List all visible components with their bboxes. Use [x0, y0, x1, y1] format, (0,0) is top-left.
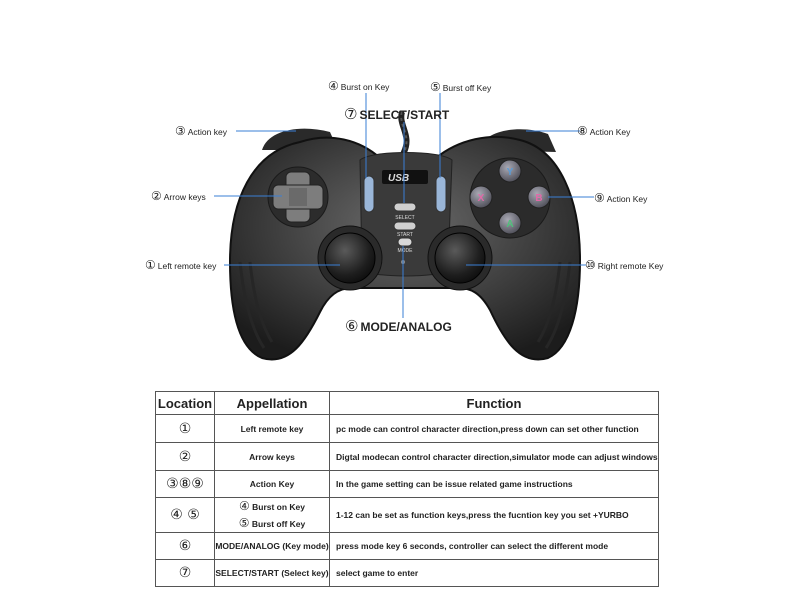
mode-button[interactable]	[397, 237, 413, 247]
button-a-label: A	[506, 219, 513, 230]
mode-label: MODE	[398, 248, 414, 254]
controller-diagram: USB SELECT START MODE Y X B A	[145, 79, 664, 361]
row-location: ④ ⑤	[155, 497, 215, 533]
row-location: ⑥	[155, 532, 215, 560]
header-appellation: Appellation	[214, 391, 330, 415]
table-row: ② Arrow keys Digtal modecan control char…	[155, 442, 659, 471]
button-y[interactable]	[498, 159, 522, 183]
face-buttons: Y X B A	[469, 157, 551, 239]
start-button[interactable]	[393, 221, 417, 231]
row-appellation: Arrow keys	[214, 442, 330, 471]
table-row: ③⑧⑨ Action Key In the game setting can b…	[155, 470, 659, 498]
table-row: ① Left remote key pc mode can control ch…	[155, 414, 659, 443]
row-function: press mode key 6 seconds, controller can…	[329, 532, 659, 560]
header-location: Location	[155, 391, 215, 415]
table-header-row: Location Appellation Function	[155, 391, 659, 415]
row-function: pc mode can control character direction,…	[329, 414, 659, 443]
usb-logo-badge	[382, 170, 428, 184]
row-appellation: Left remote key	[214, 414, 330, 443]
button-a[interactable]	[498, 211, 522, 235]
row-location: ②	[155, 442, 215, 471]
usb-logo-text: USB	[388, 173, 409, 184]
start-label: START	[397, 232, 413, 238]
row-appellation: ④ Burst on Key ⑤ Burst off Key	[214, 497, 330, 533]
row-function: select game to enter	[329, 559, 659, 587]
row-appellation: Action Key	[214, 470, 330, 498]
header-function: Function	[329, 391, 659, 415]
row-appellation: SELECT/START (Select key)	[214, 559, 330, 587]
row-location: ③⑧⑨	[155, 470, 215, 498]
row-function: In the game setting can be issue related…	[329, 470, 659, 498]
row-function: 1-12 can be set as function keys,press t…	[329, 497, 659, 533]
button-b-label: B	[535, 193, 542, 204]
table-row: ⑥ MODE/ANALOG (Key mode) press mode key …	[155, 532, 659, 560]
row-location: ①	[155, 414, 215, 443]
row-function: Digtal modecan control character directi…	[329, 442, 659, 471]
row-location: ⑦	[155, 559, 215, 587]
button-x-label: X	[478, 193, 485, 204]
burst-on-button[interactable]	[363, 175, 375, 213]
left-analog-stick[interactable]	[317, 225, 383, 291]
button-y-label: Y	[507, 167, 514, 178]
right-analog-stick[interactable]	[427, 225, 493, 291]
dpad[interactable]	[267, 166, 329, 228]
leader-lines	[214, 93, 594, 318]
select-label: SELECT	[395, 215, 414, 221]
table-row: ④ ⑤ ④ Burst on Key ⑤ Burst off Key 1-12 …	[155, 497, 659, 533]
button-x[interactable]	[469, 185, 493, 209]
burst-off-button[interactable]	[435, 175, 447, 213]
table-row: ⑦ SELECT/START (Select key) select game …	[155, 559, 659, 587]
key-function-table: Location Appellation Function ① Left rem…	[155, 391, 659, 587]
select-button[interactable]	[393, 202, 417, 212]
row-appellation: MODE/ANALOG (Key mode)	[214, 532, 330, 560]
